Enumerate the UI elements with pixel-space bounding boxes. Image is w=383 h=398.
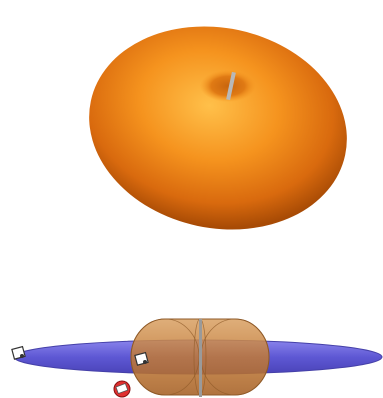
marker-center bbox=[135, 353, 148, 366]
torus-body bbox=[70, 3, 366, 253]
cross-section bbox=[12, 319, 382, 397]
antenna-rod bbox=[199, 319, 202, 397]
torus-pattern bbox=[70, 3, 366, 253]
marker-red bbox=[114, 381, 130, 397]
marker-left bbox=[12, 347, 25, 360]
